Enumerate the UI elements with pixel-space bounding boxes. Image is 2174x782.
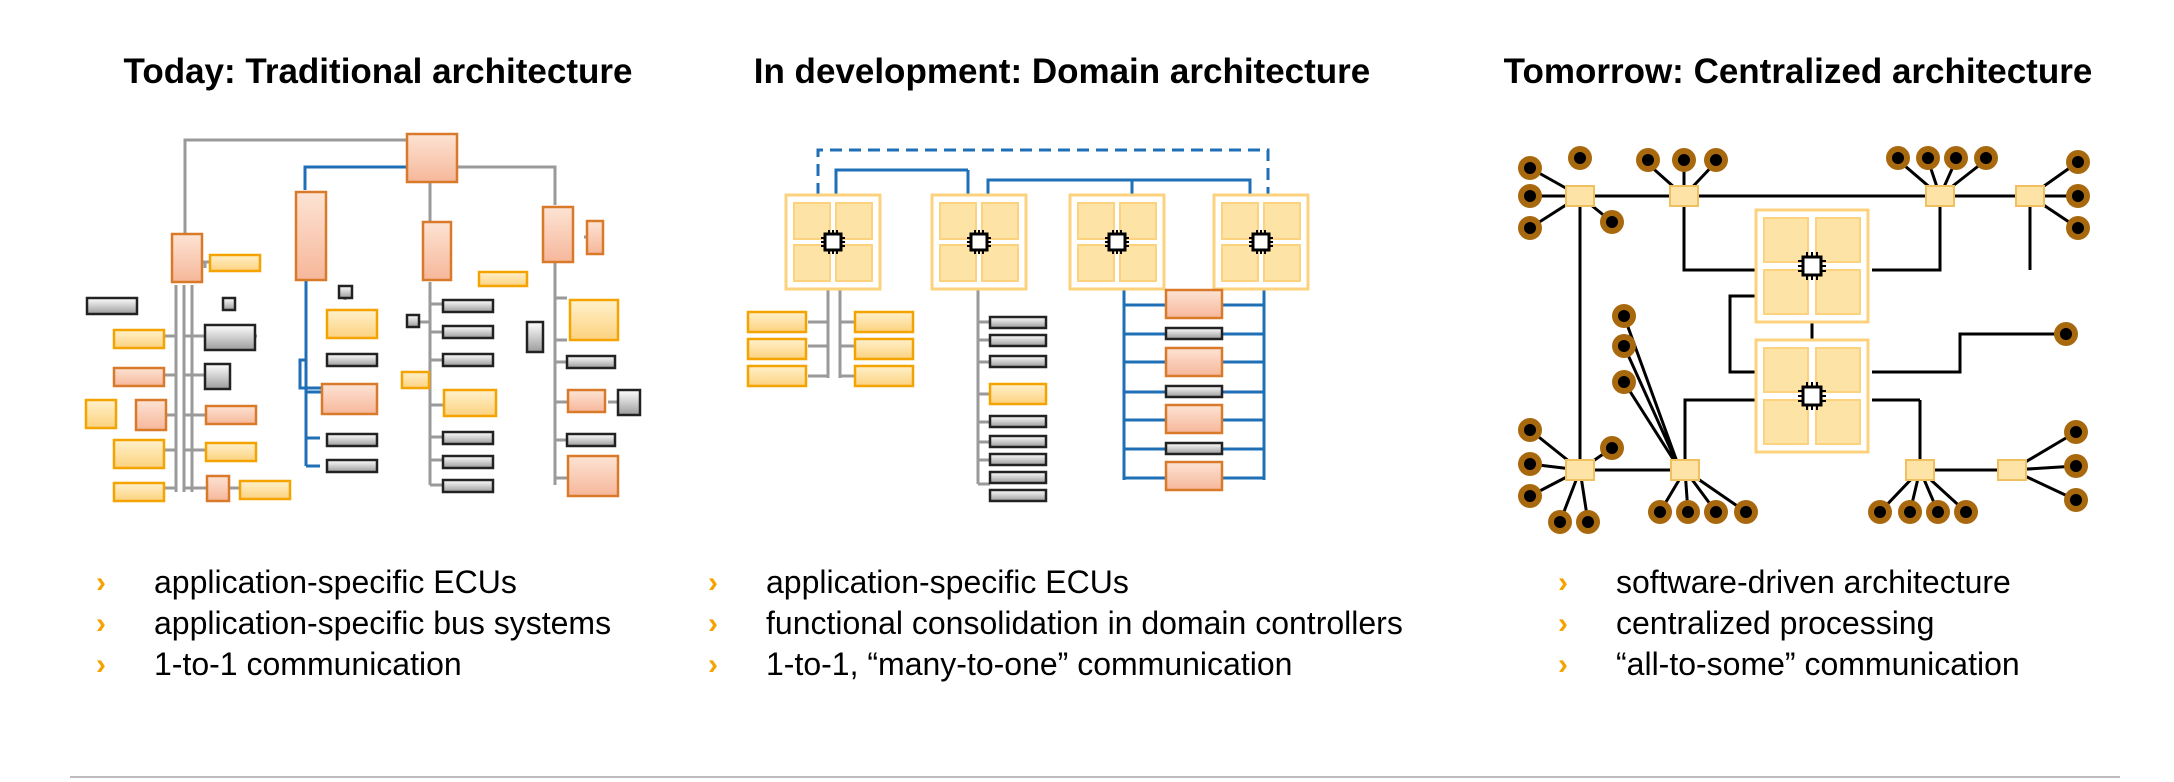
chevron-right-icon: › — [708, 566, 718, 599]
footer-divider — [70, 776, 2120, 778]
chevron-right-icon: › — [1558, 566, 1568, 599]
list-item: ›“all-to-some” communication — [1558, 644, 2020, 685]
chevron-right-icon: › — [1558, 607, 1568, 640]
list-item: ›functional consolidation in domain cont… — [708, 603, 1403, 644]
list-item: ›application-specific ECUs — [96, 562, 611, 603]
list-item: ›1-to-1, “many-to-one” communication — [708, 644, 1403, 685]
chevron-right-icon: › — [708, 607, 718, 640]
list-item: ›centralized processing — [1558, 603, 2020, 644]
centralized-bullet-list: ›software-driven architecture ›centraliz… — [1558, 562, 2020, 685]
traditional-architecture-diagram — [84, 132, 642, 503]
domain-bullet-list: ›application-specific ECUs ›functional c… — [708, 562, 1403, 685]
list-item: ›software-driven architecture — [1558, 562, 2020, 603]
list-item: ›application-specific bus systems — [96, 603, 611, 644]
chevron-right-icon: › — [96, 648, 106, 681]
panel-title-traditional: Today: Traditional architecture — [123, 52, 633, 91]
chevron-right-icon: › — [708, 648, 718, 681]
list-item: ›1-to-1 communication — [96, 644, 611, 685]
chevron-right-icon: › — [1558, 648, 1568, 681]
centralized-architecture-diagram — [1518, 146, 2090, 534]
chevron-right-icon: › — [96, 566, 106, 599]
panel-title-domain: In development: Domain architecture — [753, 52, 1371, 91]
traditional-bullet-list: ›application-specific ECUs ›application-… — [96, 562, 611, 685]
chevron-right-icon: › — [96, 607, 106, 640]
list-item: ›application-specific ECUs — [708, 562, 1403, 603]
domain-architecture-diagram — [746, 148, 1310, 503]
panel-title-centralized: Tomorrow: Centralized architecture — [1503, 52, 2093, 91]
